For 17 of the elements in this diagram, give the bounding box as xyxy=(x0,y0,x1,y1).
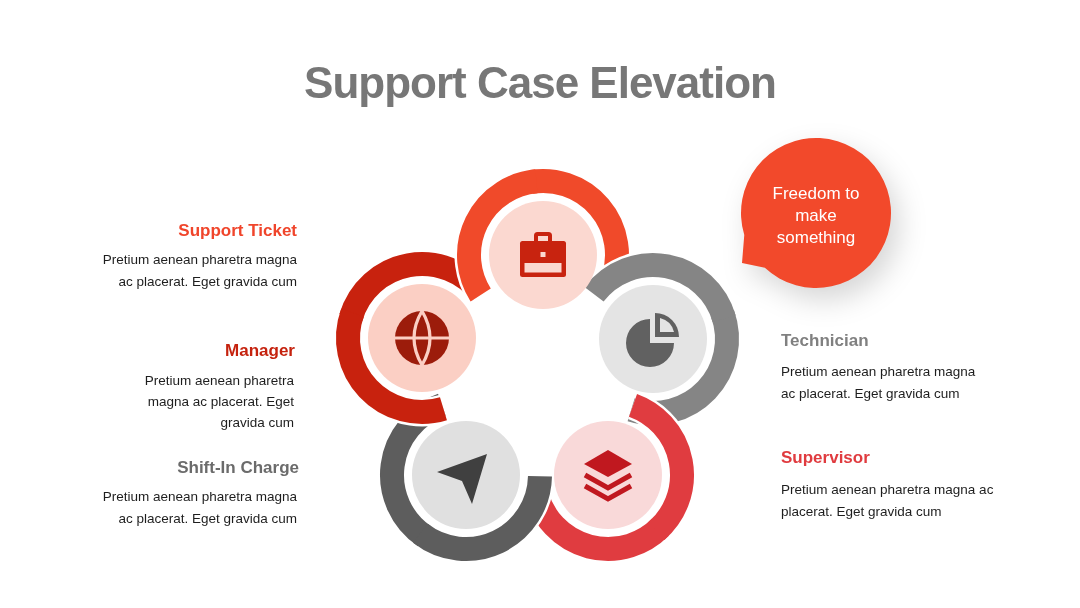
briefcase-icon xyxy=(489,201,597,309)
speech-bubble xyxy=(740,137,892,289)
description-text: Pretium aenean pharetra magna ac placerat. Eget gravida cum xyxy=(781,481,995,521)
layers-icon xyxy=(554,421,662,529)
role-heading: Support Ticket xyxy=(178,221,297,241)
bubble-text: Freedom to make something xyxy=(771,183,861,249)
title: Support Case Elevation xyxy=(304,58,776,108)
role-heading: Technician xyxy=(781,331,869,351)
role-heading: Shift-In Charge xyxy=(177,458,299,478)
description-text: Pretium aenean pharetra magna ac placerat. Eget gravida cum xyxy=(781,363,977,403)
role-heading: Manager xyxy=(225,341,295,361)
description-text: Pretium aenean pharetra magna ac placerat. Eget gravida cum xyxy=(101,251,297,291)
role-heading: Supervisor xyxy=(781,448,870,468)
description-text: Pretium aenean pharetra magna ac placerat. Eget gravida cum xyxy=(143,372,294,432)
globe-icon xyxy=(368,284,476,392)
pie-chart-icon xyxy=(599,285,707,393)
description-text: Pretium aenean pharetra magna ac placerat. Eget gravida cum xyxy=(101,488,297,528)
